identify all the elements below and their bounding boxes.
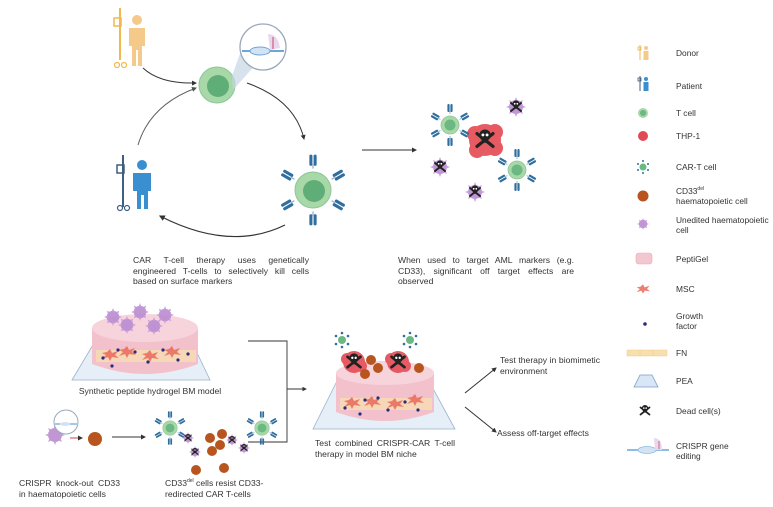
legend-item-msc: MSC: [676, 284, 695, 294]
dead-unedited-cell: [465, 182, 485, 202]
legend-item-peptigel: PeptiGel: [676, 254, 709, 264]
patient-icon: [116, 155, 151, 212]
outcome-biomimetic: Test therapy in biomimetic environment: [500, 355, 600, 376]
legend-item-crispr: CRISPR gene editing: [676, 441, 729, 461]
merge-bracket: [248, 340, 288, 443]
legend-item-unedited: Unedited haematopoietic cell: [676, 215, 769, 235]
legend-t-cell-icon: [638, 108, 648, 118]
combined-test-caption: Test combined CRISPR-CAR T-cell therapy …: [315, 438, 455, 459]
combined-test-model: [312, 331, 456, 430]
off-target-scene: [430, 97, 537, 202]
legend-dead-cell-icon: [639, 404, 651, 416]
legend-item-t-cell: T cell: [676, 108, 696, 118]
cd33del-resist-scene: [154, 411, 278, 475]
legend-item-donor: Donor: [676, 48, 699, 58]
off-target-caption: When used to target AML markers (e.g. CD…: [398, 255, 574, 286]
car-t-cell: [280, 154, 346, 226]
dead-unedited-cell: [506, 97, 526, 117]
crispr-knockout-caption: CRISPR knock-out CD33 in haematopoietic …: [19, 478, 120, 499]
legend-icons: [626, 45, 669, 454]
car-t-cell: [246, 411, 278, 445]
crispr-bubble-icon: [239, 23, 287, 71]
legend-car-t-icon: [637, 160, 649, 174]
car-t-cell: [430, 104, 470, 146]
legend-unedited-icon: [637, 218, 649, 230]
car-t-therapy-caption: CAR T-cell therapy uses genetically engi…: [133, 255, 309, 286]
tcell-to-cart-arrow: [246, 82, 306, 140]
legend-item-fn: FN: [676, 348, 688, 358]
crispr-knockout: [45, 409, 146, 446]
outcome-arrow-biomimetic: [464, 367, 497, 394]
legend-peptigel-icon: [635, 252, 653, 265]
donor-icon: [113, 8, 145, 69]
legend-growth-factor-icon: [643, 322, 647, 326]
dead-unedited-cell: [430, 157, 450, 177]
car-t-cycle: [113, 8, 346, 238]
legend-patient-icon: [637, 76, 649, 91]
car-t-cell: [154, 411, 186, 445]
legend-item-growth-factor: Growth factor: [676, 311, 703, 331]
legend-item-dead-cell: Dead cell(s): [676, 406, 721, 416]
hydrogel-model-caption: Synthetic peptide hydrogel BM model: [78, 386, 222, 396]
legend-fn-icon: [626, 349, 668, 357]
legend-donor-icon: [637, 45, 649, 60]
legend-msc-icon: [636, 284, 651, 294]
legend-thp1-icon: [638, 131, 648, 141]
cart-to-patient-arrow: [158, 215, 286, 238]
legend-pea-icon: [633, 374, 659, 388]
outcome-off-target: Assess off-target effects: [497, 428, 589, 438]
outcome-arrow-offtarget: [464, 406, 497, 433]
legend-crispr-icon: [627, 438, 669, 454]
legend-item-pea: PEA: [676, 376, 693, 386]
hydrogel-bm-model: [71, 303, 211, 381]
thp1-dead-cell: [467, 124, 503, 158]
cd33del-resist-caption: CD33del cells resist CD33-redirected CAR…: [165, 478, 264, 499]
donor-to-tcell-arrow: [142, 67, 197, 86]
patient-to-tcell-arrow: [137, 87, 197, 146]
car-t-cell: [497, 149, 537, 191]
legend-item-thp1: THP-1: [676, 131, 701, 141]
t-cell: [198, 66, 236, 104]
legend-cd33del-icon: [637, 190, 649, 202]
legend-item-car-t: CAR-T cell: [676, 162, 717, 172]
legend-item-patient: Patient: [676, 81, 703, 91]
